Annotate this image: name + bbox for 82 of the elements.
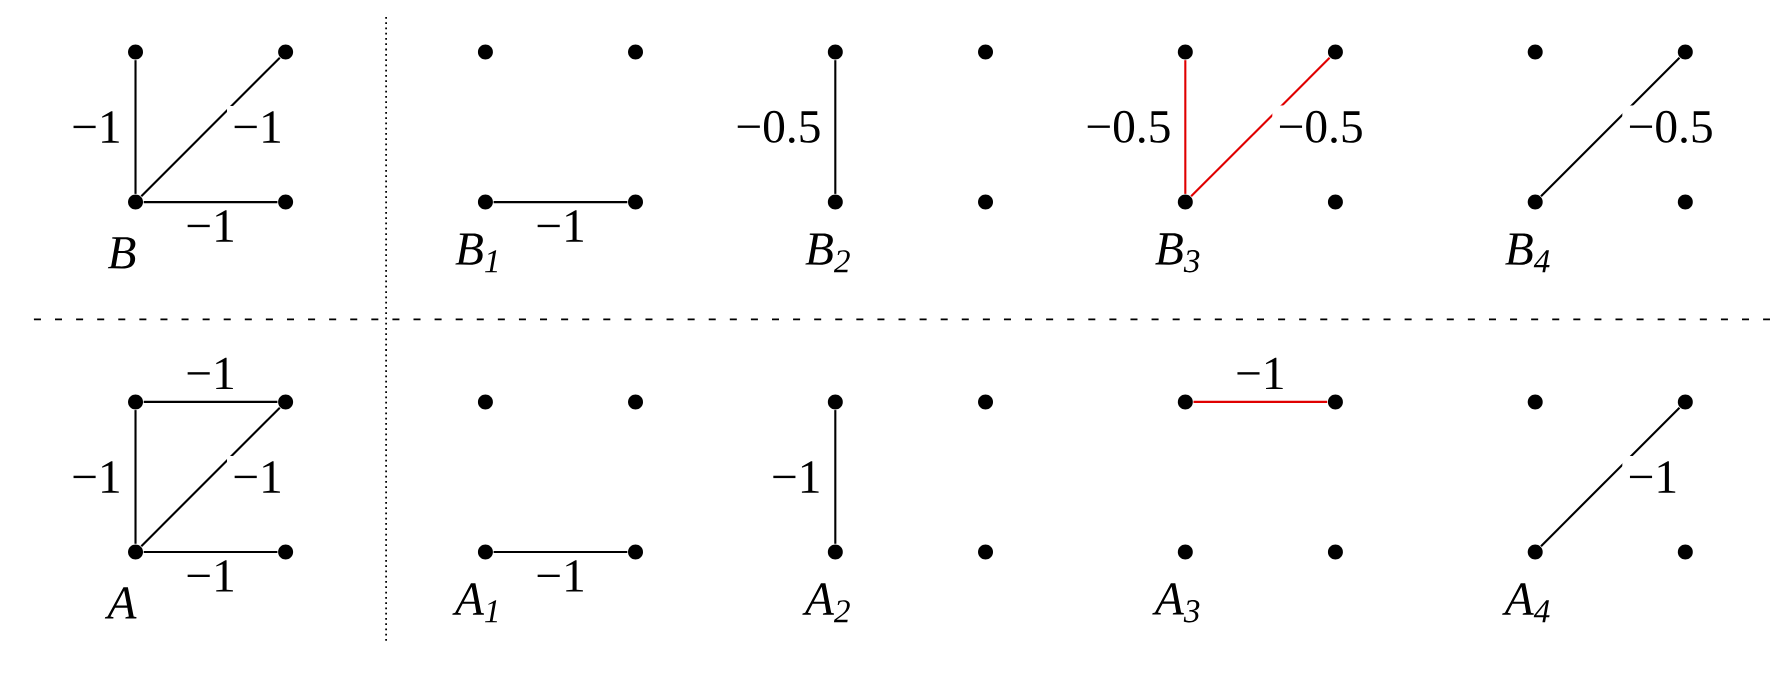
edge-label: −1 — [65, 105, 127, 148]
panel-label: B$_{3}$ — [1155, 233, 1200, 273]
panel-label: B — [107, 237, 136, 269]
dot — [128, 194, 143, 210]
edge-line — [493, 200, 628, 203]
dot — [827, 194, 843, 210]
edge-line — [143, 200, 278, 203]
dot — [1527, 194, 1543, 210]
dot — [827, 394, 843, 410]
dot — [1677, 544, 1693, 560]
dot — [1327, 394, 1343, 410]
dot — [978, 544, 993, 560]
dot — [628, 544, 643, 560]
edge-label: −1 — [180, 204, 242, 247]
panel-label: A$_{3}$ — [1152, 582, 1200, 623]
dot — [1527, 394, 1543, 410]
panel-label: A$_{4}$ — [1502, 583, 1550, 622]
panel-label: B$_{4}$ — [1505, 233, 1550, 272]
edge-label: −1 — [530, 554, 591, 597]
edge-line — [140, 406, 281, 547]
dot — [978, 194, 993, 210]
dot — [827, 44, 843, 60]
dot — [1177, 194, 1193, 210]
dot — [1177, 544, 1193, 560]
dot — [1527, 544, 1543, 560]
edge-line — [134, 59, 137, 194]
edge-line — [493, 550, 628, 553]
edge-line — [1540, 56, 1681, 197]
dot — [477, 44, 493, 60]
edge-label: −1 — [1622, 455, 1684, 498]
dot — [278, 394, 294, 410]
dot — [128, 544, 143, 560]
edge-label: −1 — [227, 455, 289, 498]
panel-label: A$_{1}$ — [452, 583, 497, 622]
dot — [978, 394, 993, 410]
edge-label: −0.5 — [1080, 105, 1177, 149]
dot — [1677, 44, 1693, 60]
edge-label: −0.5 — [1272, 105, 1369, 149]
dot — [128, 44, 143, 60]
edge-label: −1 — [765, 455, 827, 498]
dot — [477, 394, 493, 410]
dot — [1177, 44, 1193, 60]
dot — [628, 394, 643, 410]
edge-line — [1190, 56, 1331, 197]
edge-line — [1184, 59, 1187, 194]
dot — [628, 44, 643, 60]
dot — [628, 194, 643, 210]
edge-line — [1193, 400, 1328, 403]
panel-label: A — [104, 586, 137, 619]
dot — [1327, 194, 1343, 210]
panel-label: A$_{2}$ — [802, 583, 850, 622]
edge-line — [143, 550, 278, 553]
edge-line — [134, 409, 137, 544]
dot — [1327, 544, 1343, 560]
edge-line — [1540, 406, 1681, 547]
edge-label: −1 — [180, 554, 242, 597]
panel-label: B$_{1}$ — [455, 233, 497, 272]
dot — [1677, 194, 1693, 210]
dot — [128, 394, 143, 410]
panel-label: B$_{2}$ — [805, 233, 850, 272]
dot — [1327, 44, 1343, 60]
dot — [978, 44, 993, 60]
edge-label: −1 — [1229, 352, 1291, 395]
edge-line — [143, 400, 278, 403]
dot — [278, 194, 294, 210]
dot — [1177, 394, 1193, 410]
edge-label: −1 — [530, 204, 591, 247]
edge-label: −1 — [180, 352, 242, 395]
dot — [278, 544, 294, 560]
dot — [278, 44, 294, 60]
edge-label: −1 — [65, 455, 127, 498]
dot — [827, 544, 843, 560]
edge-line — [140, 56, 281, 197]
dot — [1527, 44, 1543, 60]
edge-label: −0.5 — [730, 105, 827, 149]
edge-label: −0.5 — [1622, 105, 1719, 149]
dot — [477, 544, 493, 560]
edge-label: −1 — [227, 105, 289, 148]
edge-line — [834, 59, 837, 194]
dot — [477, 194, 493, 210]
dot — [1677, 394, 1693, 410]
edge-line — [834, 409, 837, 544]
